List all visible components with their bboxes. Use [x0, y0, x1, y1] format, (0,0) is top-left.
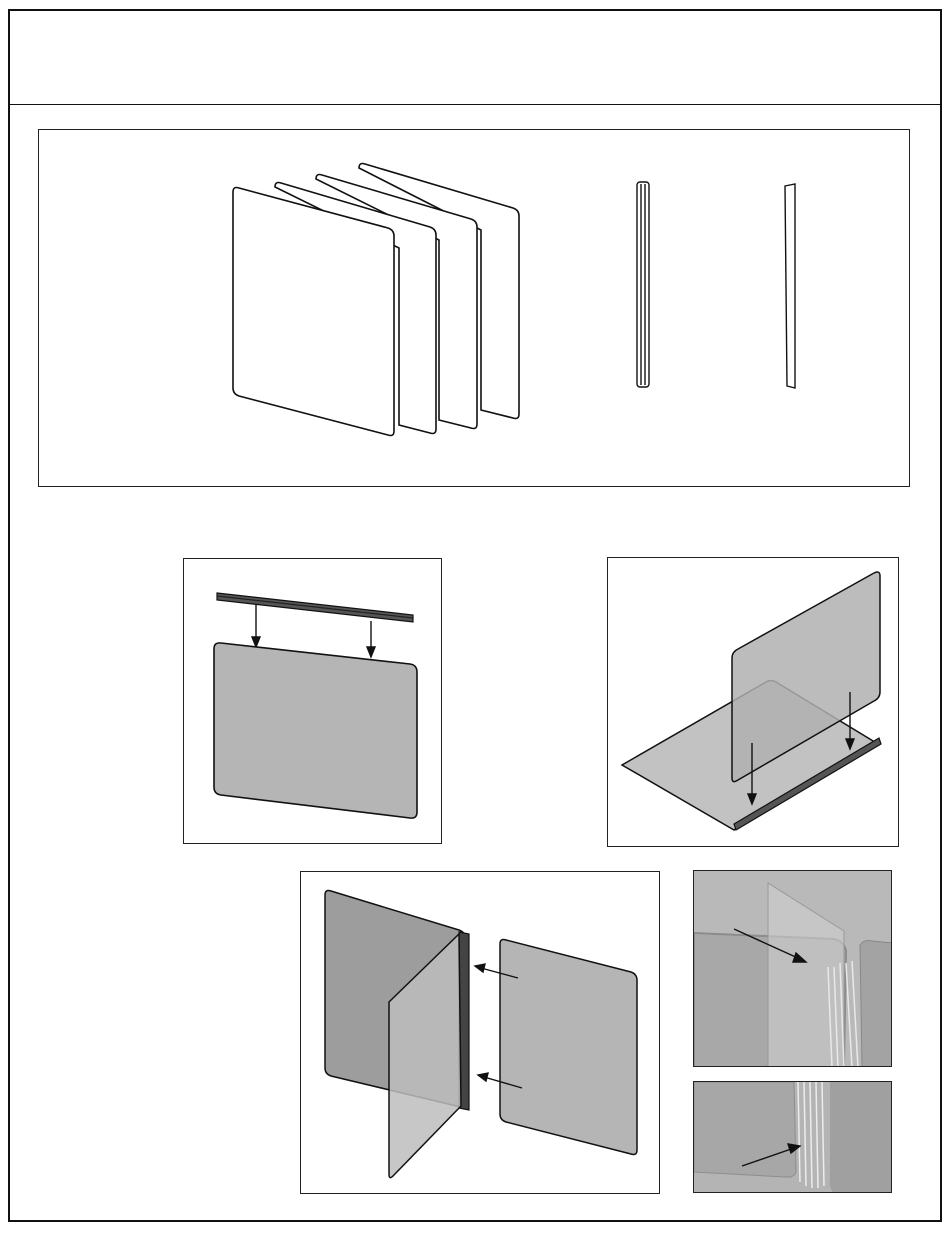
hinge-strip: [637, 182, 649, 387]
arrow-down-right: [367, 621, 375, 657]
step-add-panel-figure: [300, 871, 660, 1194]
photo-bottom-drawing: [694, 1082, 892, 1193]
gray-panel: [214, 643, 417, 818]
add-panel-drawing: [301, 872, 660, 1194]
photo-top-drawing: [694, 871, 892, 1067]
hinge-bar: [217, 593, 413, 622]
join-panels-drawing: [608, 558, 899, 847]
attach-hinge-drawing: [184, 559, 442, 844]
new-panel: [500, 940, 637, 1155]
step-attach-hinge-figure: [183, 558, 442, 844]
photo-hinge-closeup-top: [693, 870, 892, 1067]
photo-hinge-closeup-bottom: [693, 1081, 892, 1193]
parts-overview-drawing: [39, 130, 910, 487]
edge-strip: [785, 184, 795, 388]
step-join-panels-figure: [607, 557, 899, 847]
parts-overview-figure: [38, 129, 910, 487]
arrow-down-left: [252, 604, 260, 647]
header-band: [10, 11, 940, 105]
panel-sheet-1: [233, 188, 394, 436]
